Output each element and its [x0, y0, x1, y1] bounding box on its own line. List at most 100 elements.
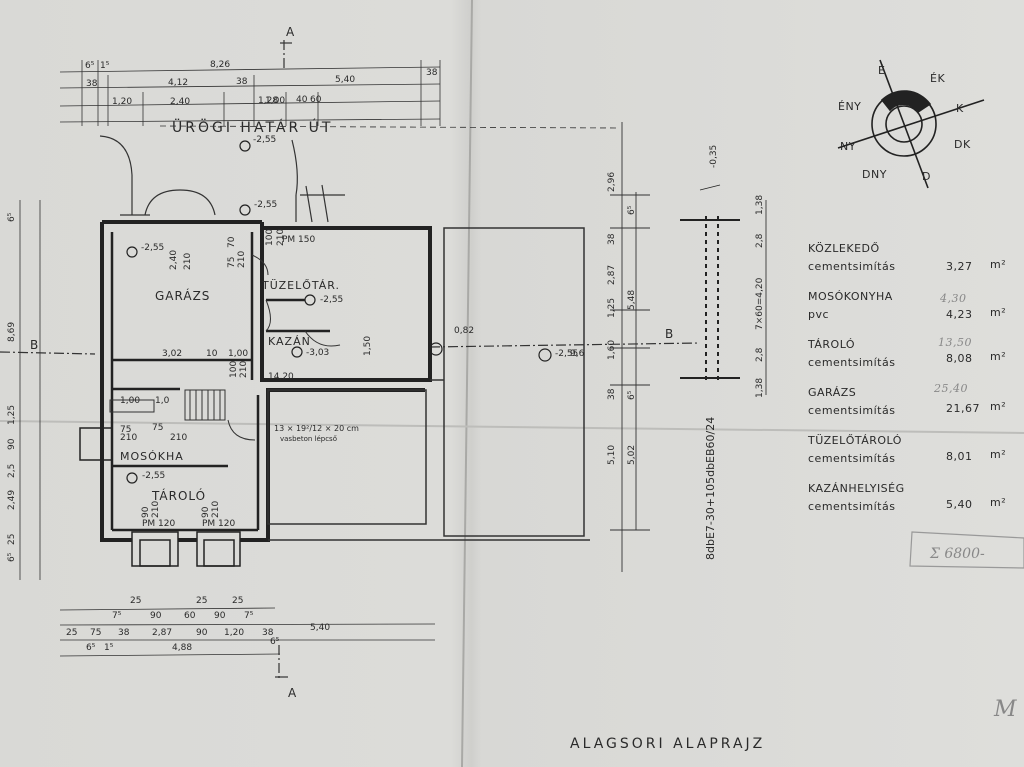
- door-label: PM 120: [202, 519, 236, 529]
- dim-text: 2,40: [169, 250, 179, 270]
- dim-text: 1,00: [120, 396, 140, 406]
- dim-text: 210: [120, 433, 137, 443]
- dim-text: 38: [236, 77, 248, 87]
- right-dimension-chain: [610, 122, 650, 572]
- dim-text: 25: [130, 596, 141, 606]
- area-unit: m²: [990, 448, 1006, 461]
- area-name: MOSÓKONYHA: [808, 290, 893, 303]
- section-b-right-label: B: [665, 327, 674, 341]
- paper-fold-horizontal: [0, 420, 1024, 434]
- dim-text: 9,6: [570, 349, 585, 359]
- dim-text: 7×60=4,20: [755, 277, 765, 330]
- compass-ny: NY: [840, 140, 856, 153]
- level-text: -2,55: [254, 200, 277, 210]
- dim-text: 8,69: [7, 322, 17, 342]
- area-finish: cementsimítás: [808, 356, 895, 369]
- handwritten-corner-mark: M: [993, 697, 1017, 722]
- dim-text: 1⁵: [100, 61, 110, 71]
- dim-text: 1,25: [607, 298, 617, 318]
- area-finish: cementsimítás: [808, 452, 895, 465]
- stair-note-material: vasbeton lépcső: [280, 434, 337, 443]
- dim-text: 70: [227, 236, 237, 248]
- dim-text: 1,60: [607, 340, 617, 360]
- area-unit: m²: [990, 306, 1006, 319]
- dim-text: 38: [426, 68, 438, 78]
- area-finish: cementsimítás: [808, 260, 895, 273]
- area-value: 21,67: [946, 402, 980, 415]
- dim-text: 6⁵: [627, 205, 637, 215]
- dim-text: 4,88: [172, 643, 192, 653]
- dim-text: 40: [296, 95, 308, 105]
- level-text: -2,55: [320, 295, 343, 305]
- section-a-top-label: A: [286, 25, 295, 39]
- left-dimension-chain: [19, 200, 41, 580]
- dim-text: 25: [66, 628, 77, 638]
- dim-text: 5,10: [607, 445, 617, 465]
- area-finish: cementsimítás: [808, 500, 895, 513]
- dim-text: 100: [229, 361, 239, 378]
- dim-text: 90: [150, 611, 162, 621]
- area-value: 8,01: [946, 450, 973, 463]
- drawing-title: ALAGSORI ALAPRAJZ: [570, 736, 765, 752]
- level-text: -2,55: [142, 471, 165, 481]
- dim-text: 6⁵: [85, 61, 95, 71]
- area-unit: m²: [990, 496, 1006, 509]
- compass-ek: ÉK: [930, 72, 945, 85]
- dim-text: 75: [120, 425, 131, 435]
- street-boundary-line: [159, 125, 621, 129]
- street-label: ÜRÖGI HATÁR ÚT: [172, 118, 333, 136]
- dim-text: 5,40: [335, 75, 355, 85]
- dim-text: 2,49: [7, 490, 17, 510]
- interior-walls: [110, 232, 330, 532]
- dim-text: 38: [607, 388, 617, 400]
- dim-text: 210: [183, 253, 193, 270]
- dim-text: 2,87: [152, 628, 172, 638]
- dim-text: 2,5: [7, 464, 17, 478]
- dim-text: -0,35: [709, 145, 719, 168]
- dim-text: 1,25: [7, 405, 17, 425]
- dim-text: 38: [262, 628, 274, 638]
- area-unit: m²: [990, 258, 1006, 271]
- area-finish: cementsimítás: [808, 404, 895, 417]
- left-dimension-texts: 6⁵ 8,69 1,25 90 2,5 2,49 25 6⁵: [7, 212, 17, 562]
- dim-text: 210: [237, 251, 247, 268]
- area-value: 8,08: [946, 352, 973, 365]
- paper-fold-vertical: [461, 0, 473, 767]
- area-handwritten-note: 25,40: [933, 382, 968, 395]
- dim-text: 210: [239, 361, 249, 378]
- dim-text: 6⁵: [7, 552, 17, 562]
- dim-text: 2,96: [607, 172, 617, 192]
- door-label: PM 150: [282, 235, 316, 245]
- door-swings: [227, 254, 341, 441]
- dim-text: 1,0: [155, 396, 170, 406]
- dim-text: 0,82: [454, 326, 474, 336]
- dim-text: 90: [7, 438, 17, 450]
- dim-text: 90: [201, 506, 211, 518]
- area-value: 4,23: [946, 308, 973, 321]
- area-name: KÖZLEKEDŐ: [808, 241, 880, 255]
- dim-text: 1,00: [265, 96, 285, 106]
- beam-label: 8dbE7-30+105dbEB60/24: [704, 417, 717, 560]
- dim-text: 1,50: [363, 336, 373, 356]
- handwritten-sum-box: [909, 531, 1024, 569]
- area-handwritten-note: 4,30: [939, 292, 967, 305]
- room-tuzelotar: TÜZELŐTÁR.: [261, 278, 340, 292]
- compass-e: É: [878, 64, 885, 77]
- dim-text: 8,26: [210, 60, 230, 70]
- dim-text: 2,40: [170, 97, 190, 107]
- bottom-dimension-chain: [59, 607, 436, 657]
- top-dimension-texts: 6⁵ 1⁵ 8,26 38 4,12 38 5,40 38 1,20 2,40 …: [85, 60, 438, 107]
- dim-text: 6⁵: [270, 637, 280, 647]
- level-markers: [126, 140, 552, 484]
- dim-text: 5,48: [627, 290, 637, 310]
- dim-text: 60: [184, 611, 196, 621]
- dim-text: 210: [151, 501, 161, 518]
- section-a-bottom-label: A: [288, 686, 297, 700]
- area-name: TÜZELŐTÁROLÓ: [807, 433, 902, 447]
- dim-text: 25: [196, 596, 207, 606]
- dim-text: 38: [607, 233, 617, 245]
- dim-text: 1,20: [224, 628, 244, 638]
- inner-dimensions: 2,40 210 75 210 70 100 210 3,02 10 1,00 …: [120, 229, 585, 518]
